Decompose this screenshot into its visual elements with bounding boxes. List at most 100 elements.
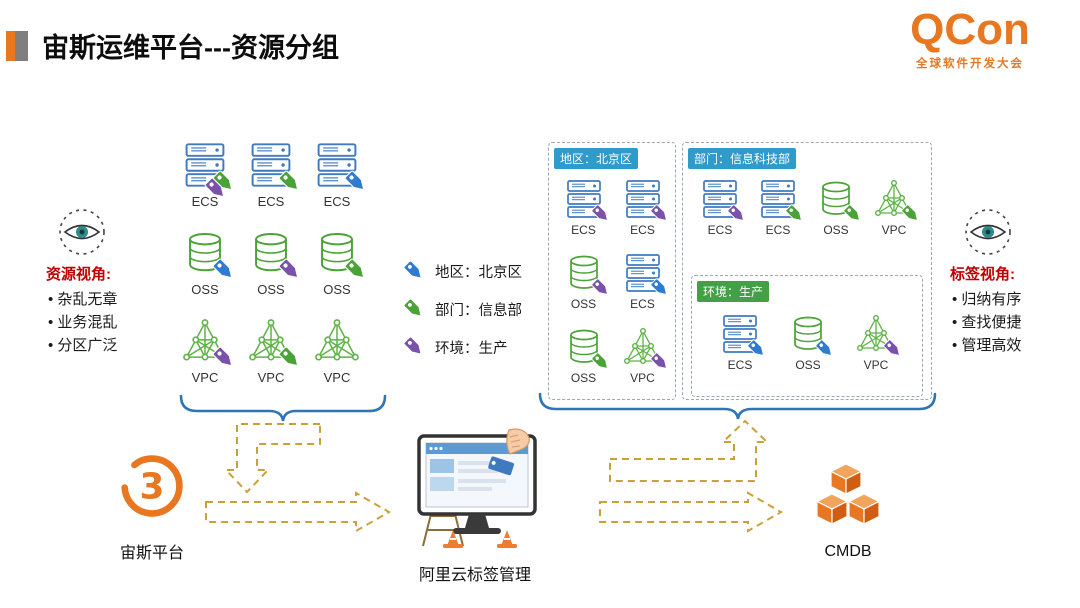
purple-tag-icon: [726, 203, 748, 225]
region-box-title: 地区：北京区: [554, 148, 639, 169]
bullet-item: 分区广泛: [48, 334, 117, 357]
oss-resource: OSS: [305, 230, 369, 318]
tag-view-heading: 标签视角:: [950, 266, 1015, 283]
page-title: 宙斯运维平台---资源分组: [42, 33, 339, 63]
ecs-icon: [564, 179, 608, 222]
vpc-resource: VPC: [848, 314, 904, 372]
oss-resource: OSS: [780, 314, 836, 372]
resource-label: OSS: [823, 223, 849, 237]
dept-box-title: 部门：信息科技部: [688, 148, 797, 169]
oss-icon: [564, 253, 608, 296]
qcon-logo: QCon 全球软件开发大会: [895, 5, 1045, 71]
resource-label: VPC: [191, 370, 219, 385]
ecs-icon: [720, 314, 765, 357]
resource-label: VPC: [257, 370, 285, 385]
purple-tag-icon: [203, 176, 229, 202]
oss-icon: [248, 230, 299, 279]
purple-tag-icon: [590, 203, 612, 225]
env-group-box: 环境：生产 ECS OSS VPC: [691, 275, 923, 397]
ecs-resource: ECS: [556, 179, 612, 253]
qcon-logo-text: QCon: [910, 5, 1030, 54]
bullet-item: 业务混乱: [48, 311, 117, 334]
legend-label: 环境：生产: [435, 340, 508, 357]
vpc-resource: VPC: [615, 327, 671, 401]
ecs-resource: ECS: [712, 314, 768, 372]
resource-view-heading: 资源视角:: [46, 266, 111, 283]
aliyun-tag-management: 阿里云标签管理: [393, 428, 557, 585]
legend-label: 地区：北京区: [435, 264, 522, 281]
green-tag-icon: [842, 203, 864, 225]
vpc-resource: VPC: [866, 179, 922, 237]
title-block: 宙斯运维平台---资源分组: [6, 26, 339, 65]
resource-label: ECS: [630, 223, 655, 237]
purple-tag-icon: [882, 338, 904, 360]
cmdb-label: CMDB: [824, 543, 872, 560]
resource-label: ECS: [765, 223, 791, 237]
vpc-icon: [856, 314, 901, 357]
green-tag-icon: [402, 297, 426, 321]
ecs-icon: [623, 253, 667, 296]
green-tag-icon: [211, 169, 237, 195]
purple-tag-icon: [211, 345, 237, 371]
ecs-icon: [314, 142, 365, 191]
ecs-icon: [758, 179, 803, 222]
cmdb: CMDB: [800, 460, 896, 561]
blue-tag-icon: [649, 277, 671, 299]
resource-label: OSS: [570, 297, 597, 311]
bullet-item: 归纳有序: [952, 288, 1021, 311]
resource-label: VPC: [323, 370, 351, 385]
title-bullet-accent: [6, 30, 15, 61]
env-box-items: ECS OSS VPC: [706, 314, 910, 372]
env-box-title: 环境：生产: [697, 281, 770, 302]
tag-view-bullets: 归纳有序查找便捷管理高效: [952, 288, 1021, 357]
oss-resource: OSS: [173, 230, 237, 318]
legend-item: 环境：生产: [402, 328, 522, 366]
zeus-logo-icon: 3: [121, 455, 183, 517]
vpc-resource: VPC: [239, 318, 303, 406]
green-tag-icon: [277, 345, 303, 371]
ecs-resource: ECS: [615, 253, 671, 327]
oss-resource: OSS: [239, 230, 303, 318]
resource-label: OSS: [191, 282, 219, 297]
resource-label: OSS: [323, 282, 351, 297]
blue-tag-icon: [814, 338, 836, 360]
green-tag-icon: [900, 203, 922, 225]
green-tag-icon: [784, 203, 806, 225]
blue-tag-icon: [746, 338, 768, 360]
resource-label: ECS: [191, 194, 219, 209]
ecs-resource: ECS: [173, 142, 237, 230]
vpc-icon: [623, 327, 667, 370]
eye-icon: [962, 206, 1014, 258]
legend-label: 部门：信息部: [435, 302, 522, 319]
resource-label: VPC: [863, 358, 889, 372]
resource-label: VPC: [881, 223, 907, 237]
purple-tag-icon: [402, 335, 426, 359]
zeus-label: 宙斯平台: [119, 545, 184, 562]
purple-tag-icon: [590, 277, 612, 299]
resource-label: OSS: [795, 358, 821, 372]
cmdb-cubes-icon: [815, 463, 881, 525]
vpc-icon: [182, 318, 233, 367]
ecs-icon: [182, 142, 233, 198]
resource-label: ECS: [323, 194, 351, 209]
resource-label: ECS: [257, 194, 285, 209]
vpc-resource: VPC: [173, 318, 237, 406]
oss-icon: [816, 179, 861, 222]
zeus-platform: 3 宙斯平台: [104, 452, 200, 563]
oss-icon: [564, 327, 608, 370]
oss-icon: [314, 230, 365, 279]
ecs-resource: ECS: [615, 179, 671, 253]
resource-label: ECS: [571, 223, 596, 237]
bullet-item: 查找便捷: [952, 311, 1021, 334]
green-tag-icon: [590, 351, 612, 373]
vpc-icon: [314, 318, 360, 364]
oss-icon: [182, 230, 233, 279]
arrow-tagmgmt-to-groups: [609, 419, 770, 482]
tag-legend: 地区：北京区部门：信息部环境：生产: [402, 252, 522, 366]
resource-view-bullets: 杂乱无章业务混乱分区广泛: [48, 288, 117, 357]
tag-management-label: 阿里云标签管理: [418, 567, 531, 584]
